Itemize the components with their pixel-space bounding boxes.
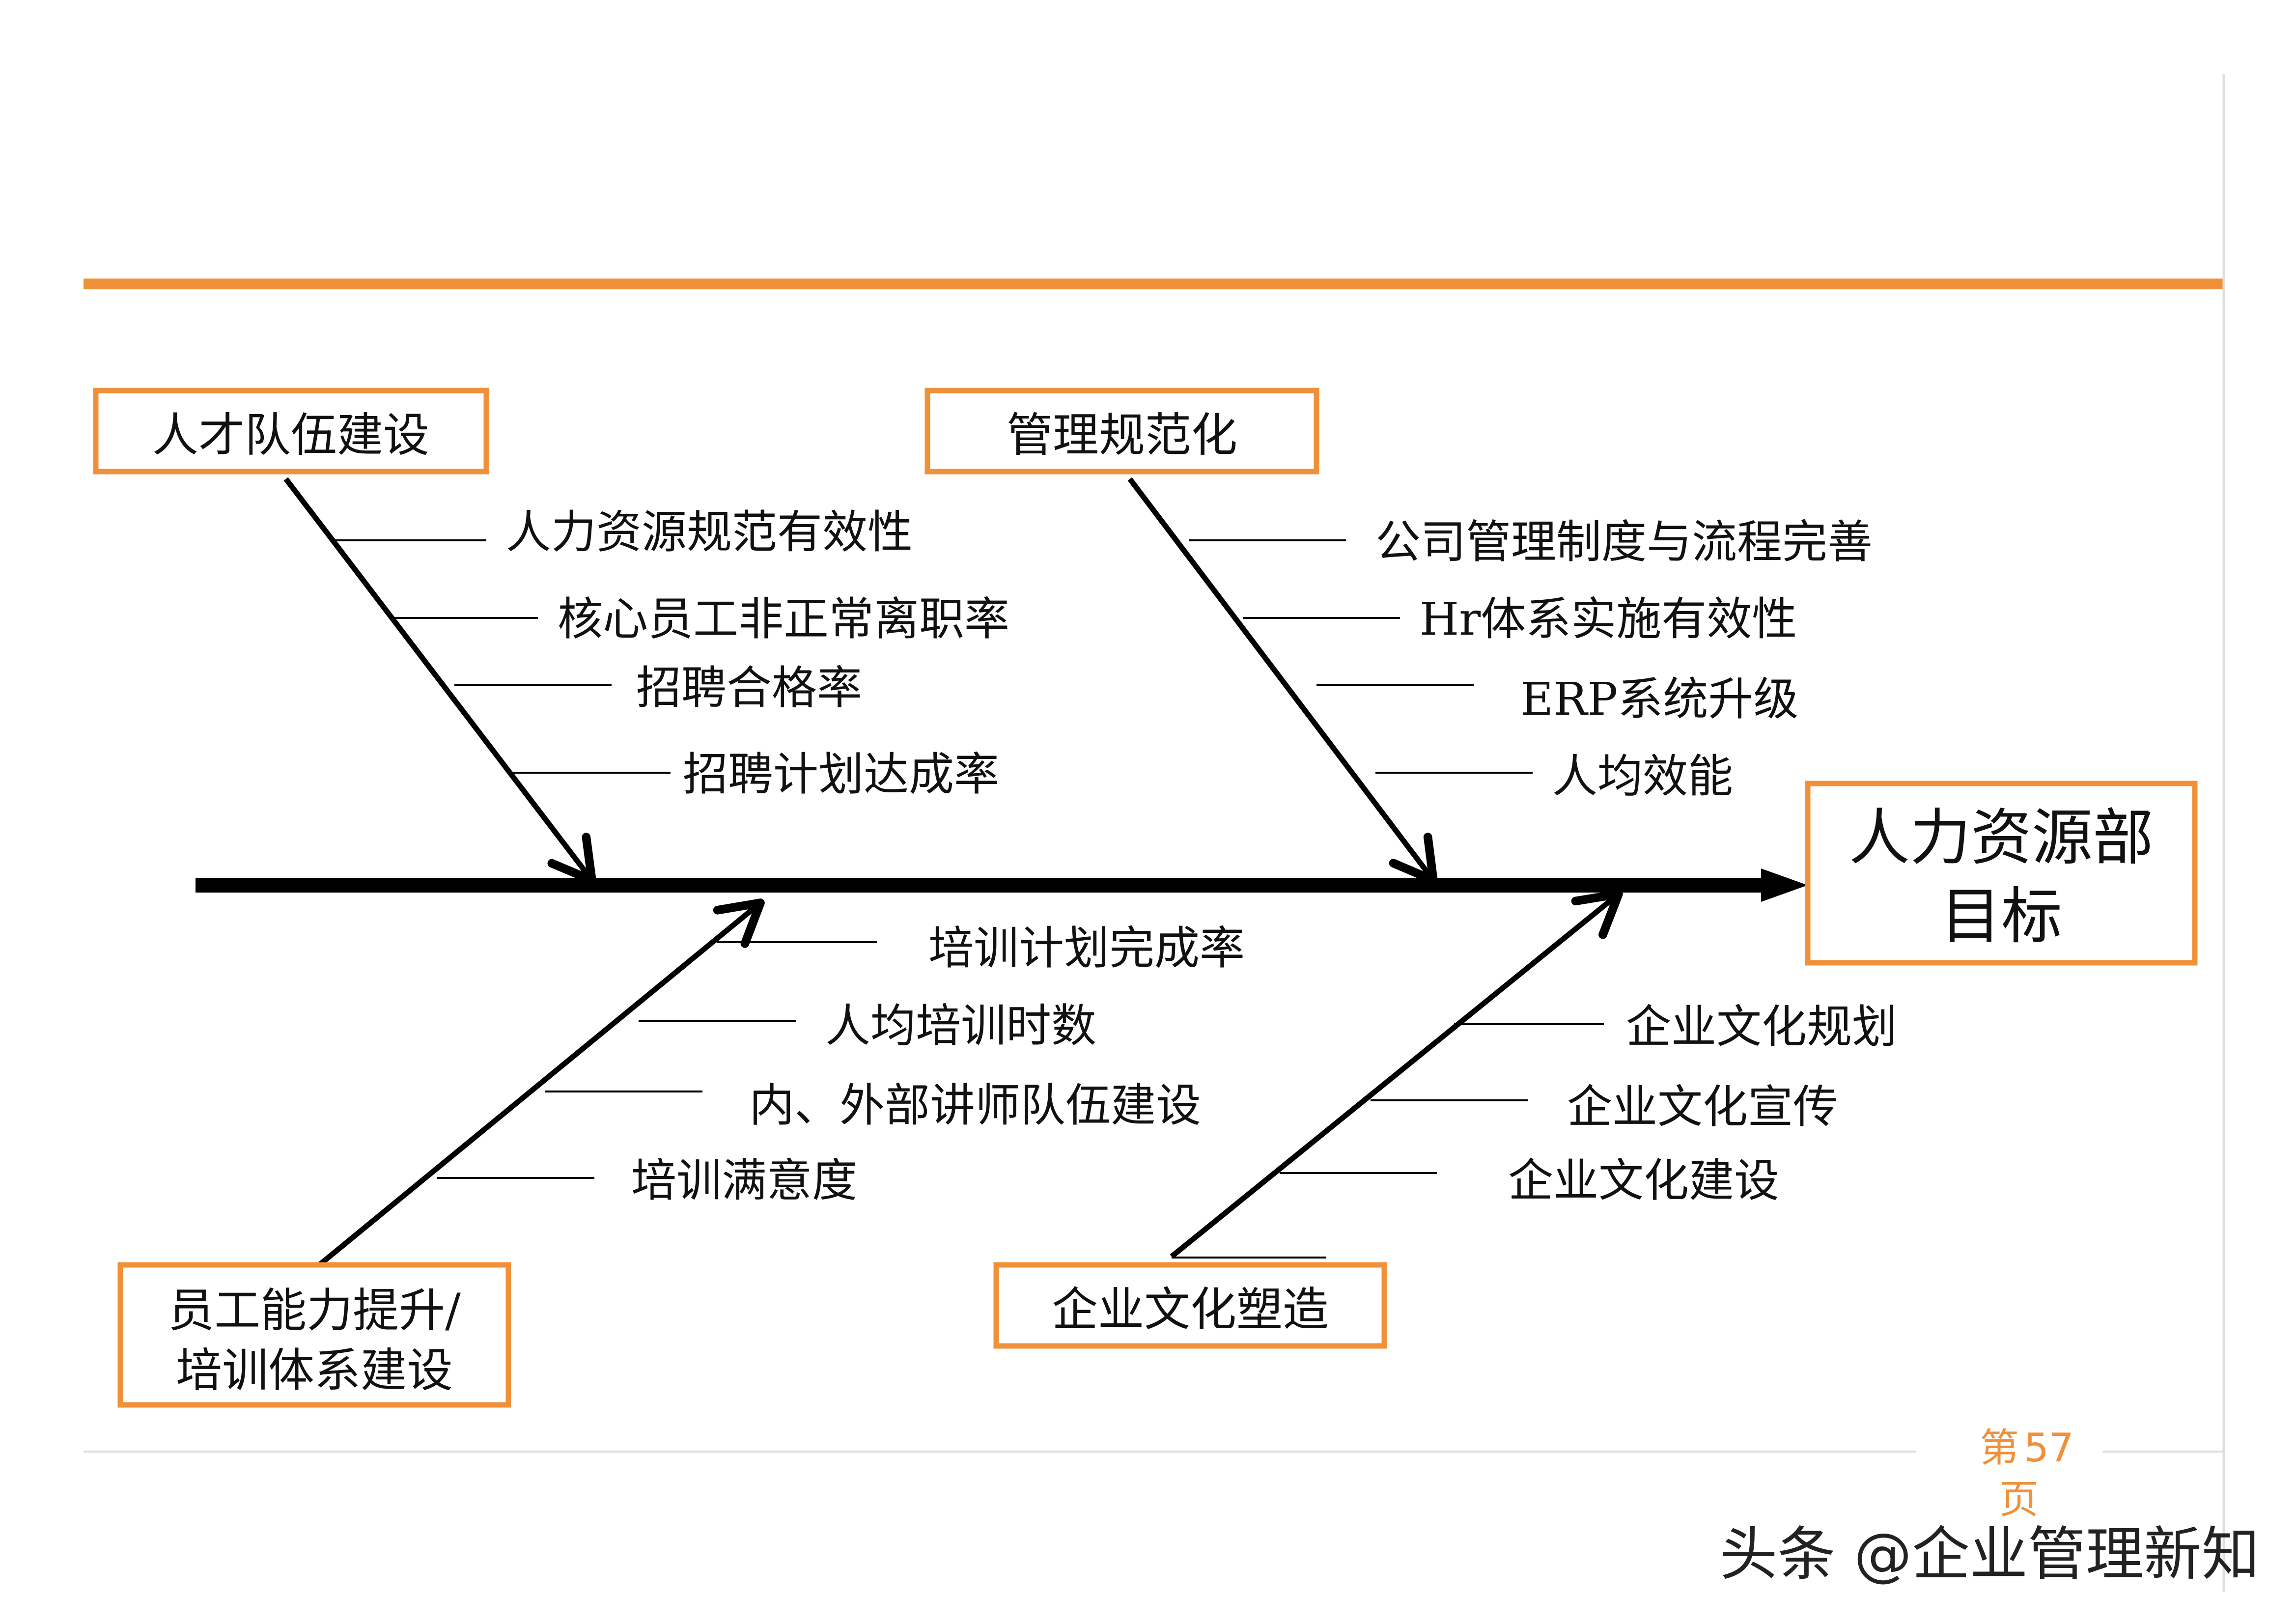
page-number-suffix: 页 bbox=[1999, 1477, 2039, 1522]
head-label-line2: 目标 bbox=[1940, 881, 2062, 952]
head-box bbox=[1805, 781, 2198, 966]
cause-label: 企业文化规划 bbox=[1626, 1001, 1897, 1053]
spine-arrowhead bbox=[1761, 868, 1808, 902]
head-label-line1: 人力资源部 bbox=[1849, 803, 2154, 873]
category-label-training-line2: 培训体系建设 bbox=[176, 1344, 453, 1398]
bone-management bbox=[1127, 477, 1438, 885]
category-box-training bbox=[117, 1262, 511, 1408]
watermark: 头条 @企业管理新知 bbox=[1719, 1520, 2260, 1588]
category-label-management: 管理规范化 bbox=[1007, 409, 1237, 462]
page-number: 57 bbox=[2024, 1425, 2074, 1471]
cause-label: 人力资源规范有效性 bbox=[506, 506, 913, 559]
cause-label: 招聘合格率 bbox=[636, 662, 862, 714]
cause-label: 人均效能 bbox=[1552, 750, 1733, 803]
cause-label: 核心员工非正常离职率 bbox=[558, 593, 1009, 645]
cause-label: 企业文化宣传 bbox=[1567, 1081, 1838, 1133]
cause-label: 培训计划完成率 bbox=[928, 922, 1245, 975]
page-number-prefix: 第 bbox=[1980, 1425, 2019, 1471]
cause-label: 内、外部讲师队伍建设 bbox=[749, 1079, 1201, 1132]
category-label-training-line1: 员工能力提升/ bbox=[168, 1284, 461, 1338]
cause-label: 人均培训时数 bbox=[825, 1000, 1096, 1052]
cause-label: Hr体系实施有效性 bbox=[1420, 593, 1797, 645]
category-box-management bbox=[924, 388, 1319, 475]
category-box-culture bbox=[993, 1262, 1387, 1349]
category-box-talent bbox=[93, 388, 489, 475]
category-label-culture: 企业文化塑造 bbox=[1052, 1283, 1329, 1337]
cause-label: 招聘计划达成率 bbox=[683, 748, 999, 801]
cause-label: 公司管理制度与流程完善 bbox=[1375, 516, 1873, 568]
cause-label: 企业文化建设 bbox=[1508, 1154, 1779, 1207]
cause-label: 培训满意度 bbox=[631, 1154, 857, 1207]
bone-talent bbox=[283, 477, 596, 885]
category-label-talent: 人才队伍建设 bbox=[152, 409, 429, 462]
bone-culture bbox=[1170, 890, 1623, 1259]
cause-label: ERP系统升级 bbox=[1520, 673, 1798, 726]
bone-training bbox=[317, 898, 765, 1267]
